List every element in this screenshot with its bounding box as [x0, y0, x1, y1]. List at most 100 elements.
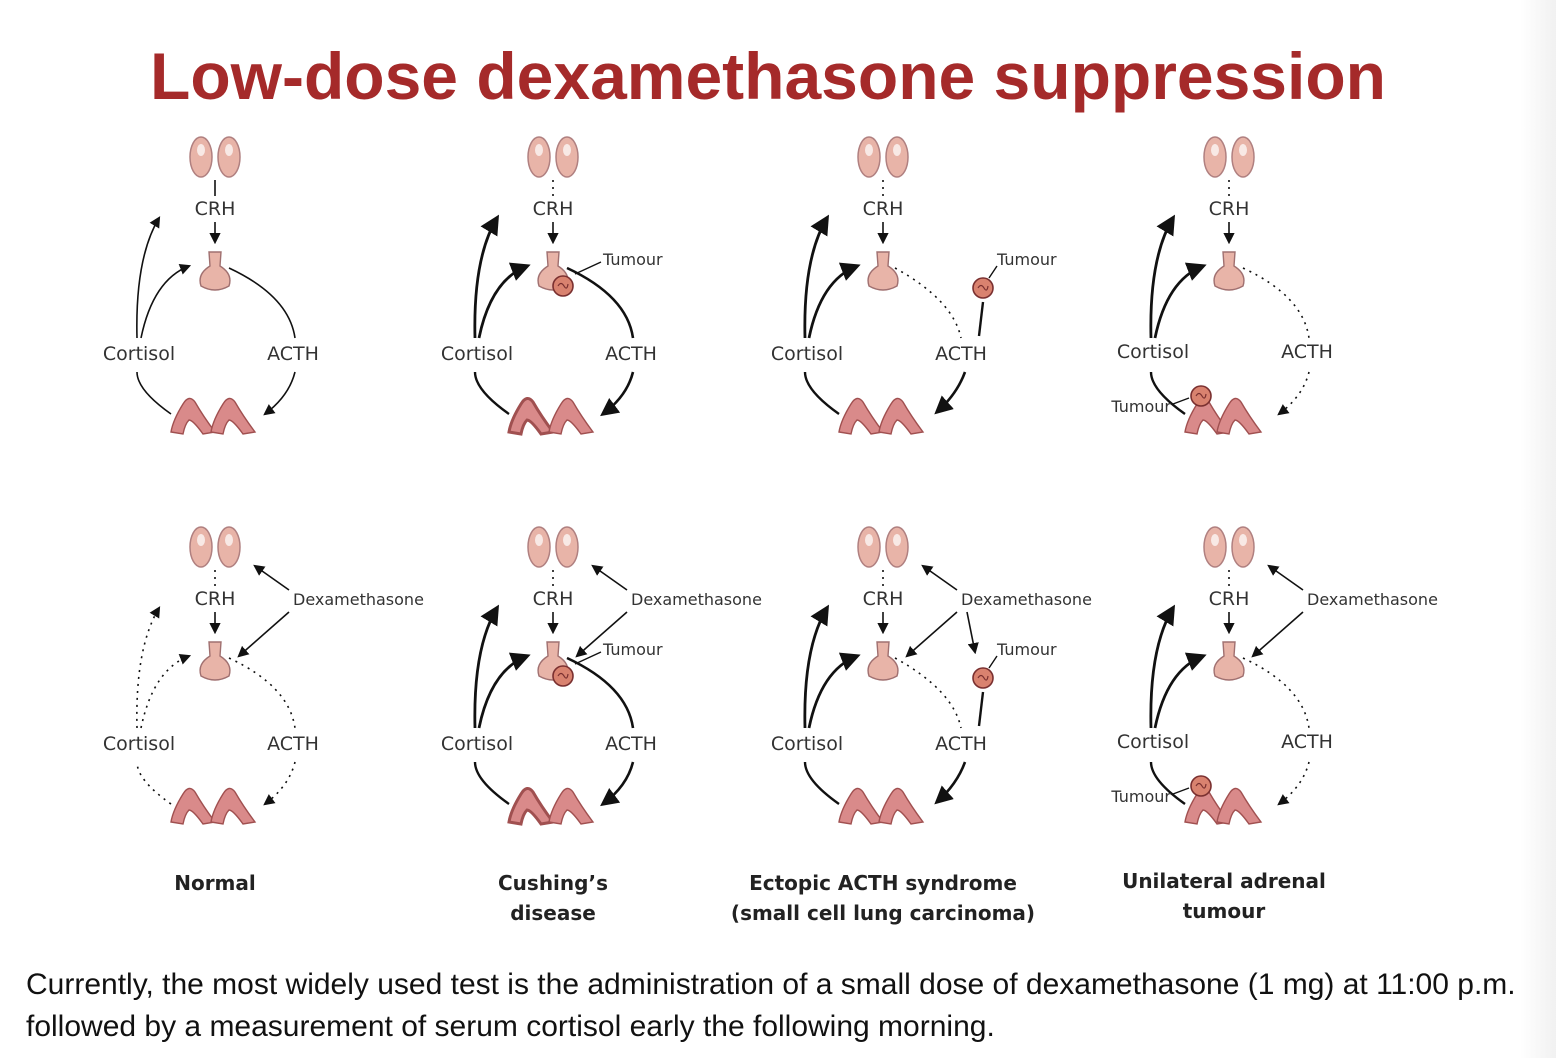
pituitary-gland	[867, 251, 899, 291]
tumour-pointer	[1172, 787, 1190, 795]
acth-arrow	[1277, 371, 1310, 416]
acth-arrow	[1277, 761, 1310, 806]
acth-upper	[1242, 657, 1310, 729]
dexamethasone-label: Dexamethasone	[961, 590, 1092, 609]
cortisol-to-hypothalamus	[136, 606, 161, 729]
crh-label: CRH	[863, 198, 904, 220]
acth-label: ACTH	[1281, 341, 1333, 363]
acth-arrow	[600, 371, 635, 417]
crh-label: CRH	[195, 588, 236, 610]
cortisol-to-pituitary	[477, 652, 531, 729]
cortisol-lower	[803, 371, 840, 415]
hypothalamus-highlight-2	[563, 534, 571, 546]
pituitary-gland	[1213, 251, 1245, 291]
dexamethasone-to-hypothalamus	[1267, 564, 1304, 591]
hypothalamus-nucleus-2	[555, 136, 579, 178]
cortisol-label: Cortisol	[771, 343, 843, 365]
acth-pituitary-dashed	[894, 657, 962, 729]
dexamethasone-to-hypothalamus	[253, 564, 290, 591]
dexamethasone-to-hypothalamus	[591, 564, 628, 591]
hypothalamus-highlight-1	[1211, 534, 1219, 546]
tumour-pointer	[988, 655, 998, 669]
cortisol-lower	[136, 761, 172, 805]
hypothalamus-nucleus-2	[1231, 136, 1255, 178]
acth-upper	[566, 656, 635, 729]
caption-adrenal-line2: tumour	[1183, 899, 1266, 923]
cortisol-to-hypothalamus	[136, 216, 161, 339]
adrenal-gland-left	[507, 397, 556, 436]
pituitary-tumour-detail	[557, 282, 569, 289]
hypothalamus-highlight-1	[535, 534, 543, 546]
adrenal-gland-right	[210, 787, 257, 825]
ectopic-tumour	[972, 667, 994, 689]
cortisol-to-hypothalamus	[803, 604, 830, 729]
right-edge-shade	[1520, 0, 1556, 1058]
caption-adrenal-line1: Unilateral adrenal	[1122, 869, 1326, 893]
adrenal-gland-right	[548, 787, 595, 825]
dexamethasone-label: Dexamethasone	[293, 590, 424, 609]
crh-label: CRH	[195, 198, 236, 220]
adrenal-gland-right	[878, 787, 925, 825]
caption-ectopic-line1: Ectopic ACTH syndrome	[749, 871, 1017, 895]
cortisol-to-pituitary	[140, 654, 192, 729]
tumour-label: Tumour	[996, 640, 1057, 659]
acth-label: ACTH	[605, 343, 657, 365]
adrenal-gland-right	[878, 397, 925, 435]
hypothalamus-nucleus-2	[885, 136, 909, 178]
acth-label: ACTH	[935, 343, 987, 365]
hypothalamus-highlight-1	[865, 534, 873, 546]
tumour-pointer	[574, 261, 602, 275]
acth-label: ACTH	[267, 733, 319, 755]
hypothalamus-highlight-2	[225, 144, 233, 156]
cortisol-label: Cortisol	[771, 733, 843, 755]
caption-cushings-line2: disease	[510, 901, 596, 925]
hypothalamus-highlight-2	[893, 534, 901, 546]
tumour-pointer	[1172, 397, 1190, 405]
cortisol-label: Cortisol	[1117, 731, 1189, 753]
tumour-label: Tumour	[602, 250, 663, 269]
tumour-pointer	[988, 265, 998, 279]
hypothalamus-nucleus-2	[217, 136, 241, 178]
hypothalamus-nucleus-1	[857, 136, 881, 178]
hypothalamus-nucleus-2	[885, 526, 909, 568]
cortisol-to-hypothalamus	[473, 604, 500, 729]
cortisol-label: Cortisol	[441, 343, 513, 365]
adrenal-gland-left	[170, 397, 217, 435]
caption-cushings-line1: Cushing’s	[498, 871, 608, 895]
acth-label: ACTH	[605, 733, 657, 755]
acth-pituitary-dashed	[894, 267, 962, 339]
hypothalamus-nucleus-1	[857, 526, 881, 568]
caption-normal-line1: Normal	[174, 871, 256, 895]
crh-label: CRH	[1209, 588, 1250, 610]
hypothalamus-nucleus-1	[189, 526, 213, 568]
dexamethasone-to-pituitary	[575, 611, 628, 658]
acth-arrow	[263, 371, 296, 416]
dexamethasone-to-tumour	[966, 611, 979, 655]
crh-label: CRH	[533, 588, 574, 610]
adrenal-gland-right	[1216, 787, 1263, 825]
hypothalamus-nucleus-1	[189, 136, 213, 178]
pituitary-gland	[1213, 641, 1245, 681]
pituitary-tumour-detail	[557, 672, 569, 679]
hypothalamus-highlight-1	[865, 144, 873, 156]
cortisol-to-pituitary	[1153, 262, 1207, 339]
hypothalamus-nucleus-1	[527, 526, 551, 568]
acth-arrow	[263, 761, 296, 806]
cortisol-lower	[136, 371, 172, 415]
acth-upper	[1242, 267, 1310, 339]
hypothalamus-nucleus-2	[1231, 526, 1255, 568]
crh-label: CRH	[1209, 198, 1250, 220]
hypothalamus-highlight-2	[225, 534, 233, 546]
pituitary-gland	[199, 641, 231, 681]
adrenal-gland-right	[548, 397, 595, 435]
acth-label: ACTH	[267, 343, 319, 365]
hypothalamus-highlight-1	[535, 144, 543, 156]
pituitary-gland	[199, 251, 231, 291]
